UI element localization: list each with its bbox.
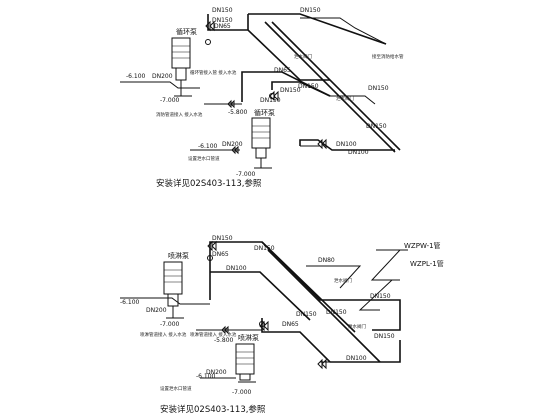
top-dn65-label: DN65 — [214, 23, 231, 30]
top-dn150-label-left: DN150 — [212, 17, 233, 24]
top-elev-7000-1: -7.000 — [160, 97, 180, 104]
bottom-zigzag — [358, 249, 402, 311]
bottom-dn80: DN80 — [318, 257, 335, 264]
top-system-diagram: 循环泵 循环泵 DN150 DN150 DN65 DN150 DN150 DN6… — [120, 7, 404, 189]
top-pump2-name: 循环泵 — [254, 108, 275, 117]
bottom-diagonal-1 — [261, 241, 356, 333]
bottom-note-valve: 泄水阀门 — [334, 277, 352, 284]
top-dn150-c: DN150 — [260, 97, 281, 104]
bottom-upper-branch — [306, 265, 362, 289]
top-note-inlet2: 循环管接入管 接入水池 — [190, 69, 237, 76]
top-pump-1 — [171, 37, 192, 97]
top-upper-pipe — [248, 13, 387, 45]
bottom-valves — [207, 240, 327, 370]
bottom-note-std: 安装详见02S403-113,参照 — [160, 404, 266, 415]
top-note-valve: 泄水阀门 — [294, 53, 312, 60]
top-elev-6100-1: -6.100 — [126, 73, 146, 80]
top-long-diagonal-2 — [271, 21, 401, 151]
bottom-dn65-b: DN65 — [282, 321, 299, 328]
bottom-diagonal-2 — [267, 249, 381, 363]
top-elev-5800: -5.800 — [228, 109, 248, 116]
top-elev-6100-2: -6.100 — [198, 143, 218, 150]
top-dn150-label-mid: DN150 — [300, 7, 321, 14]
bottom-pump1-name: 喷淋泵 — [168, 251, 189, 260]
bottom-dn65-a: DN65 — [212, 251, 229, 258]
bottom-pump2-name: 喷淋泵 — [238, 333, 259, 342]
bottom-dn200-2: DN200 — [206, 369, 227, 376]
bottom-dn150-c: DN150 — [370, 293, 391, 300]
bottom-note-drain: 设置泄水口管道 — [160, 385, 192, 392]
bottom-note-inlet1: 喷淋管道接入 接入水池 — [140, 331, 187, 338]
top-note-valve2: 泄水阀门 — [336, 95, 354, 102]
top-dn200-1: DN200 — [152, 73, 173, 80]
top-dn150-diag: DN150 — [298, 83, 319, 90]
bottom-mid-pipe — [210, 271, 311, 321]
top-mid-pipe-3 — [330, 95, 376, 105]
bottom-dn200-1: DN200 — [146, 307, 167, 314]
top-pump1-name: 循环泵 — [176, 27, 197, 36]
bottom-note-valve2: 泄水阀门 — [348, 323, 366, 330]
bottom-system-diagram: 喷淋泵 喷淋泵 DN150 DN65 DN150 DN100 DN65 DN80… — [120, 235, 444, 415]
top-dn65-label-mid: DN65 — [274, 67, 291, 74]
top-note-drain: 设置泄水口管道 — [188, 155, 220, 162]
bottom-zigzag-ends — [392, 249, 408, 281]
bottom-elev-5800: -5.800 — [214, 337, 234, 344]
top-upper-branch — [300, 17, 387, 45]
top-mid-pipe-2 — [271, 81, 331, 97]
top-dn100-1: DN100 — [336, 141, 357, 148]
bottom-elev-7000-2: -7.000 — [232, 389, 252, 396]
bottom-inlet-1 — [150, 297, 210, 305]
bottom-elev-7000-1: -7.000 — [160, 321, 180, 328]
top-note-outlet: 接至消防给水管 — [372, 53, 404, 60]
top-lower-pipe — [299, 139, 395, 151]
top-dn150-d: DN150 — [366, 123, 387, 130]
top-dn150-b: DN150 — [280, 87, 301, 94]
top-note-inlet1: 消防管道接入 接入水池 — [156, 111, 203, 118]
top-note-std: 安装详见02S403-113,参照 — [156, 178, 262, 189]
bottom-zpl-label: WZPL-1管 — [410, 259, 444, 268]
bottom-dn150-f: DN150 — [296, 311, 317, 318]
bottom-elev-6100-2: -6.100 — [196, 373, 216, 380]
top-dn200-2: DN200 — [222, 141, 243, 148]
bottom-main-pipe — [209, 241, 401, 331]
bottom-dn100-a: DN100 — [226, 265, 247, 272]
bottom-dn150-e: DN150 — [326, 309, 347, 316]
top-pump-2 — [251, 117, 272, 169]
bottom-zpw-label: WZPW-1管 — [404, 241, 441, 250]
top-elev-7000-2: -7.000 — [236, 171, 256, 178]
top-inlet-1 — [148, 81, 200, 89]
bottom-elev-6100-1: -6.100 — [120, 299, 140, 306]
top-dn150-label-right: DN150 — [368, 85, 389, 92]
bottom-dn150-d: DN150 — [374, 333, 395, 340]
top-dn100-2: DN100 — [348, 149, 369, 156]
bottom-dn150-a: DN150 — [212, 235, 233, 242]
top-long-diagonal — [264, 21, 396, 153]
bottom-dn150-b: DN150 — [254, 245, 275, 252]
bottom-pump-1 — [163, 261, 184, 319]
top-dn150-label-top: DN150 — [212, 7, 233, 14]
bottom-note-inlet2: 喷淋管道接入 接入水池 — [190, 331, 237, 338]
bottom-pump-2 — [235, 343, 256, 383]
top-valves — [205, 20, 327, 155]
bottom-dn100-b: DN100 — [346, 355, 367, 362]
